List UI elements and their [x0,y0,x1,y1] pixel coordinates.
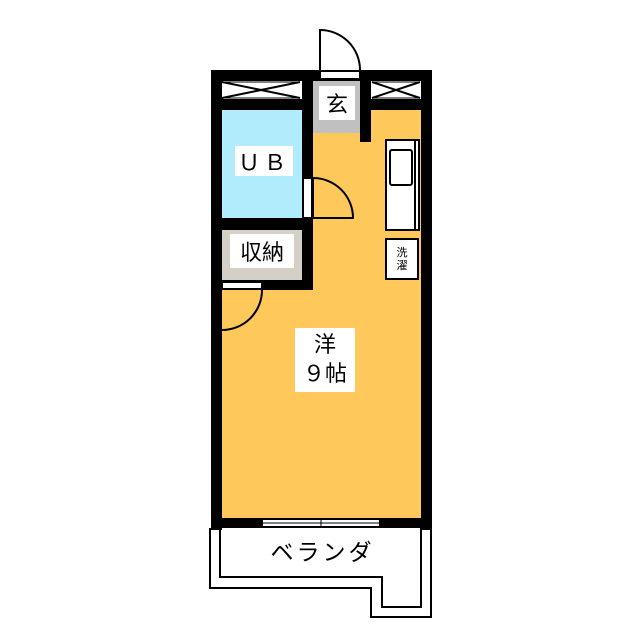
storage-door-opening[interactable] [222,282,262,289]
western-room-label: 洋 ９帖 [295,328,355,392]
unit-bath-label: ＵＢ [235,146,293,176]
wall-ub-bottom [211,218,313,230]
kitchen-sink [389,149,413,186]
wall-entrance-right [360,70,371,142]
balcony-label: ベランダ [270,540,375,566]
washer-label-1: 洗 [396,246,408,259]
kitchen-counter-edge [414,141,416,229]
entrance-threshold[interactable] [320,71,360,79]
ub-door-opening[interactable] [303,178,312,218]
wall-right [421,70,432,530]
storage-label: 収納 [230,234,294,268]
wall-top-inner [211,99,313,110]
wall-top-inner-right [360,99,432,110]
wall-left [211,70,222,530]
washer-label-2: 濯 [396,259,408,272]
entrance-label: 玄 [319,86,355,120]
washer-space: 洗 濯 [385,238,419,280]
room-size: ９帖 [302,362,347,387]
room-type: 洋 [313,333,336,358]
wall-storage-bottom [211,280,313,290]
